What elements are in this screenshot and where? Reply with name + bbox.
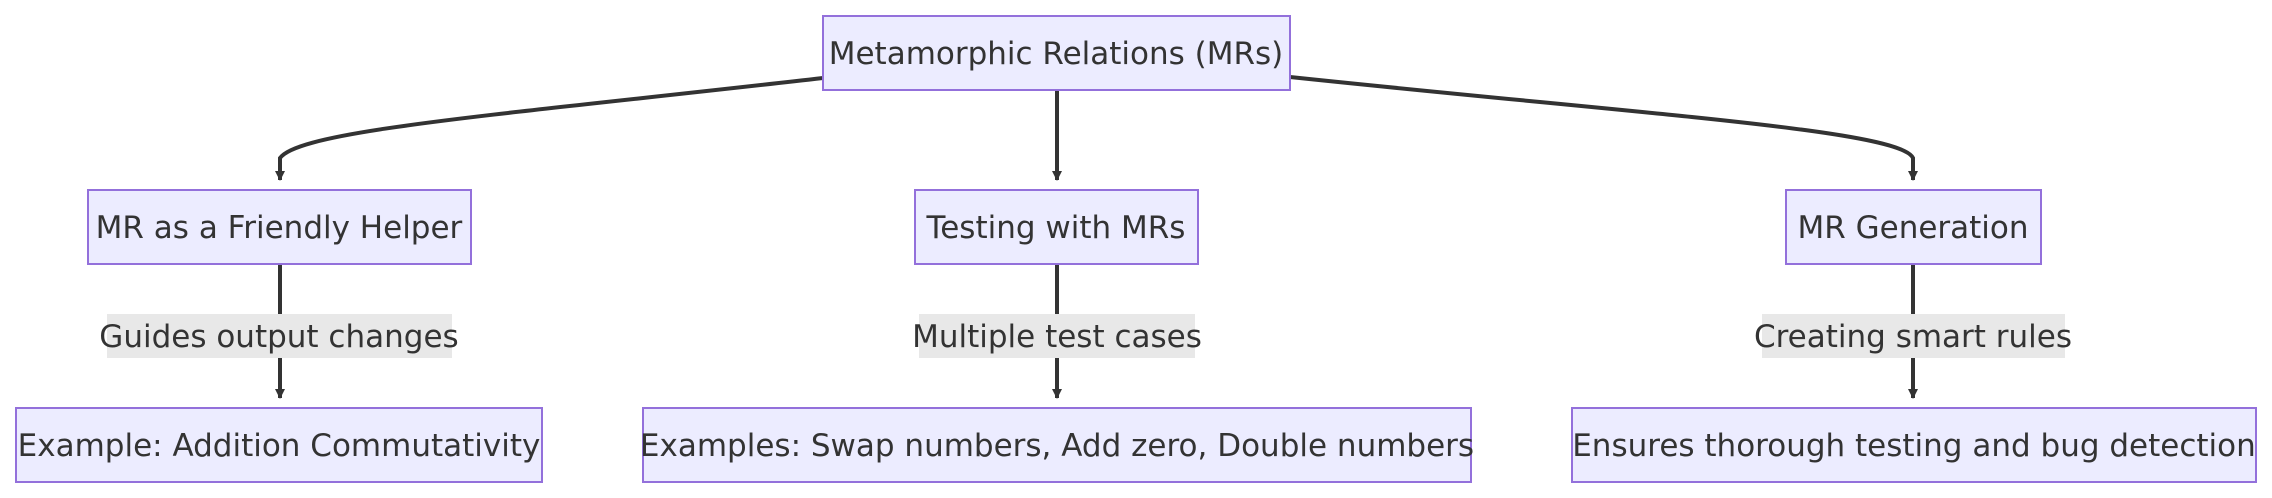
edge-label-guides: Guides output changes [99,314,459,358]
node-testing-label: Testing with MRs [926,210,1186,246]
edge-label-guides-text: Guides output changes [99,319,458,355]
node-example: Example: Addition Commutativity [15,407,543,483]
node-testing: Testing with MRs [914,189,1199,265]
node-root-label: Metamorphic Relations (MRs) [829,36,1284,72]
node-examples-label: Examples: Swap numbers, Add zero, Double… [640,428,1474,464]
edge-root-to-helper [275,76,824,181]
node-helper: MR as a Friendly Helper [87,189,472,265]
node-generation: MR Generation [1785,189,2042,265]
node-ensures-label: Ensures thorough testing and bug detecti… [1572,428,2256,464]
node-generation-label: MR Generation [1797,210,2028,246]
node-example-label: Example: Addition Commutativity [18,428,541,464]
node-root: Metamorphic Relations (MRs) [822,15,1291,91]
edge-label-multiple: Multiple test cases [912,314,1202,358]
node-examples: Examples: Swap numbers, Add zero, Double… [640,407,1474,483]
edge-label-creating-text: Creating smart rules [1754,319,2072,355]
node-ensures: Ensures thorough testing and bug detecti… [1571,407,2257,483]
edge-root-to-generation [1289,75,1918,181]
edge-label-multiple-text: Multiple test cases [912,319,1202,355]
node-helper-label: MR as a Friendly Helper [96,210,463,246]
edge-label-creating: Creating smart rules [1754,314,2072,358]
